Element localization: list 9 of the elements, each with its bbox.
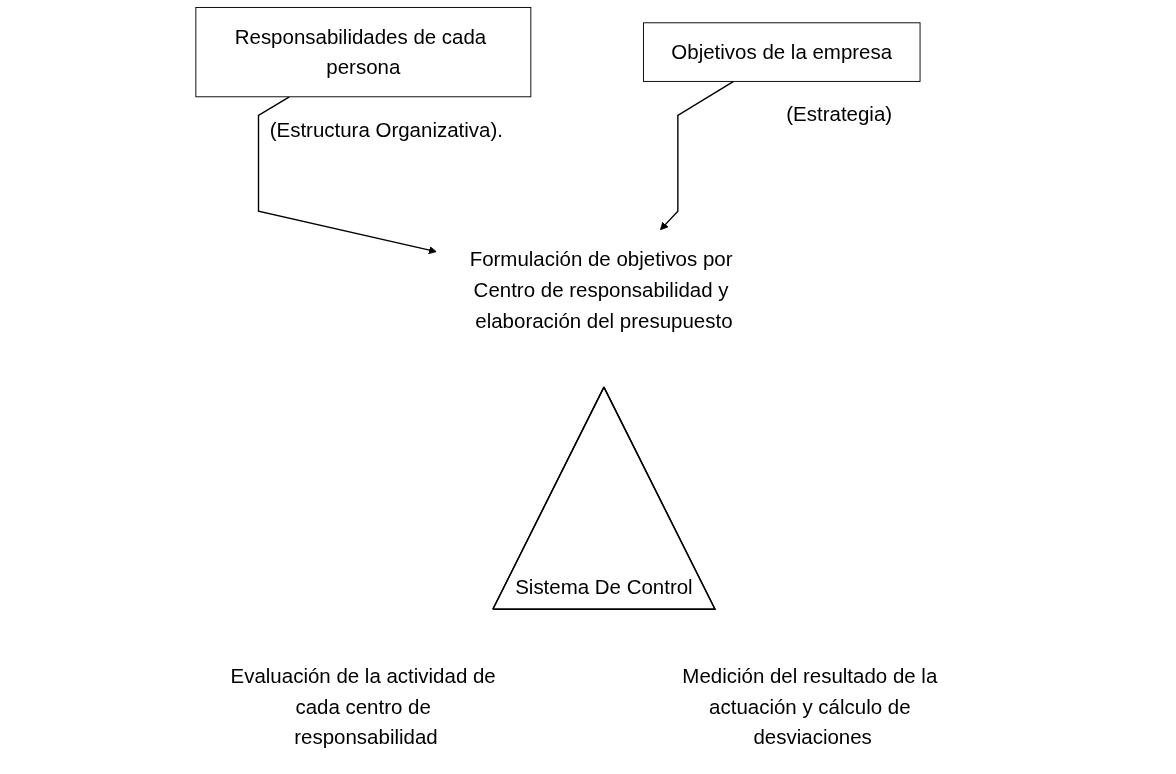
node-label: (Estrategia) — [786, 102, 893, 127]
node-box: Objetivos de la empresa — [643, 22, 921, 82]
node-box: Responsabilidades de cada persona — [195, 6, 532, 98]
arrow — [257, 96, 437, 255]
node-text: Medición del resultado de la actuación y cálculo de desviaciones — [682, 664, 938, 749]
arrow — [660, 80, 735, 231]
node-text: Formulación de objetivos por Centro de responsabilidad y elaboración del presupuesto — [469, 247, 733, 333]
node-label: (Estructura Organizativa). — [269, 118, 503, 142]
node-text: Evaluación de la actividad de cada centro de responsabilidad — [230, 664, 496, 749]
